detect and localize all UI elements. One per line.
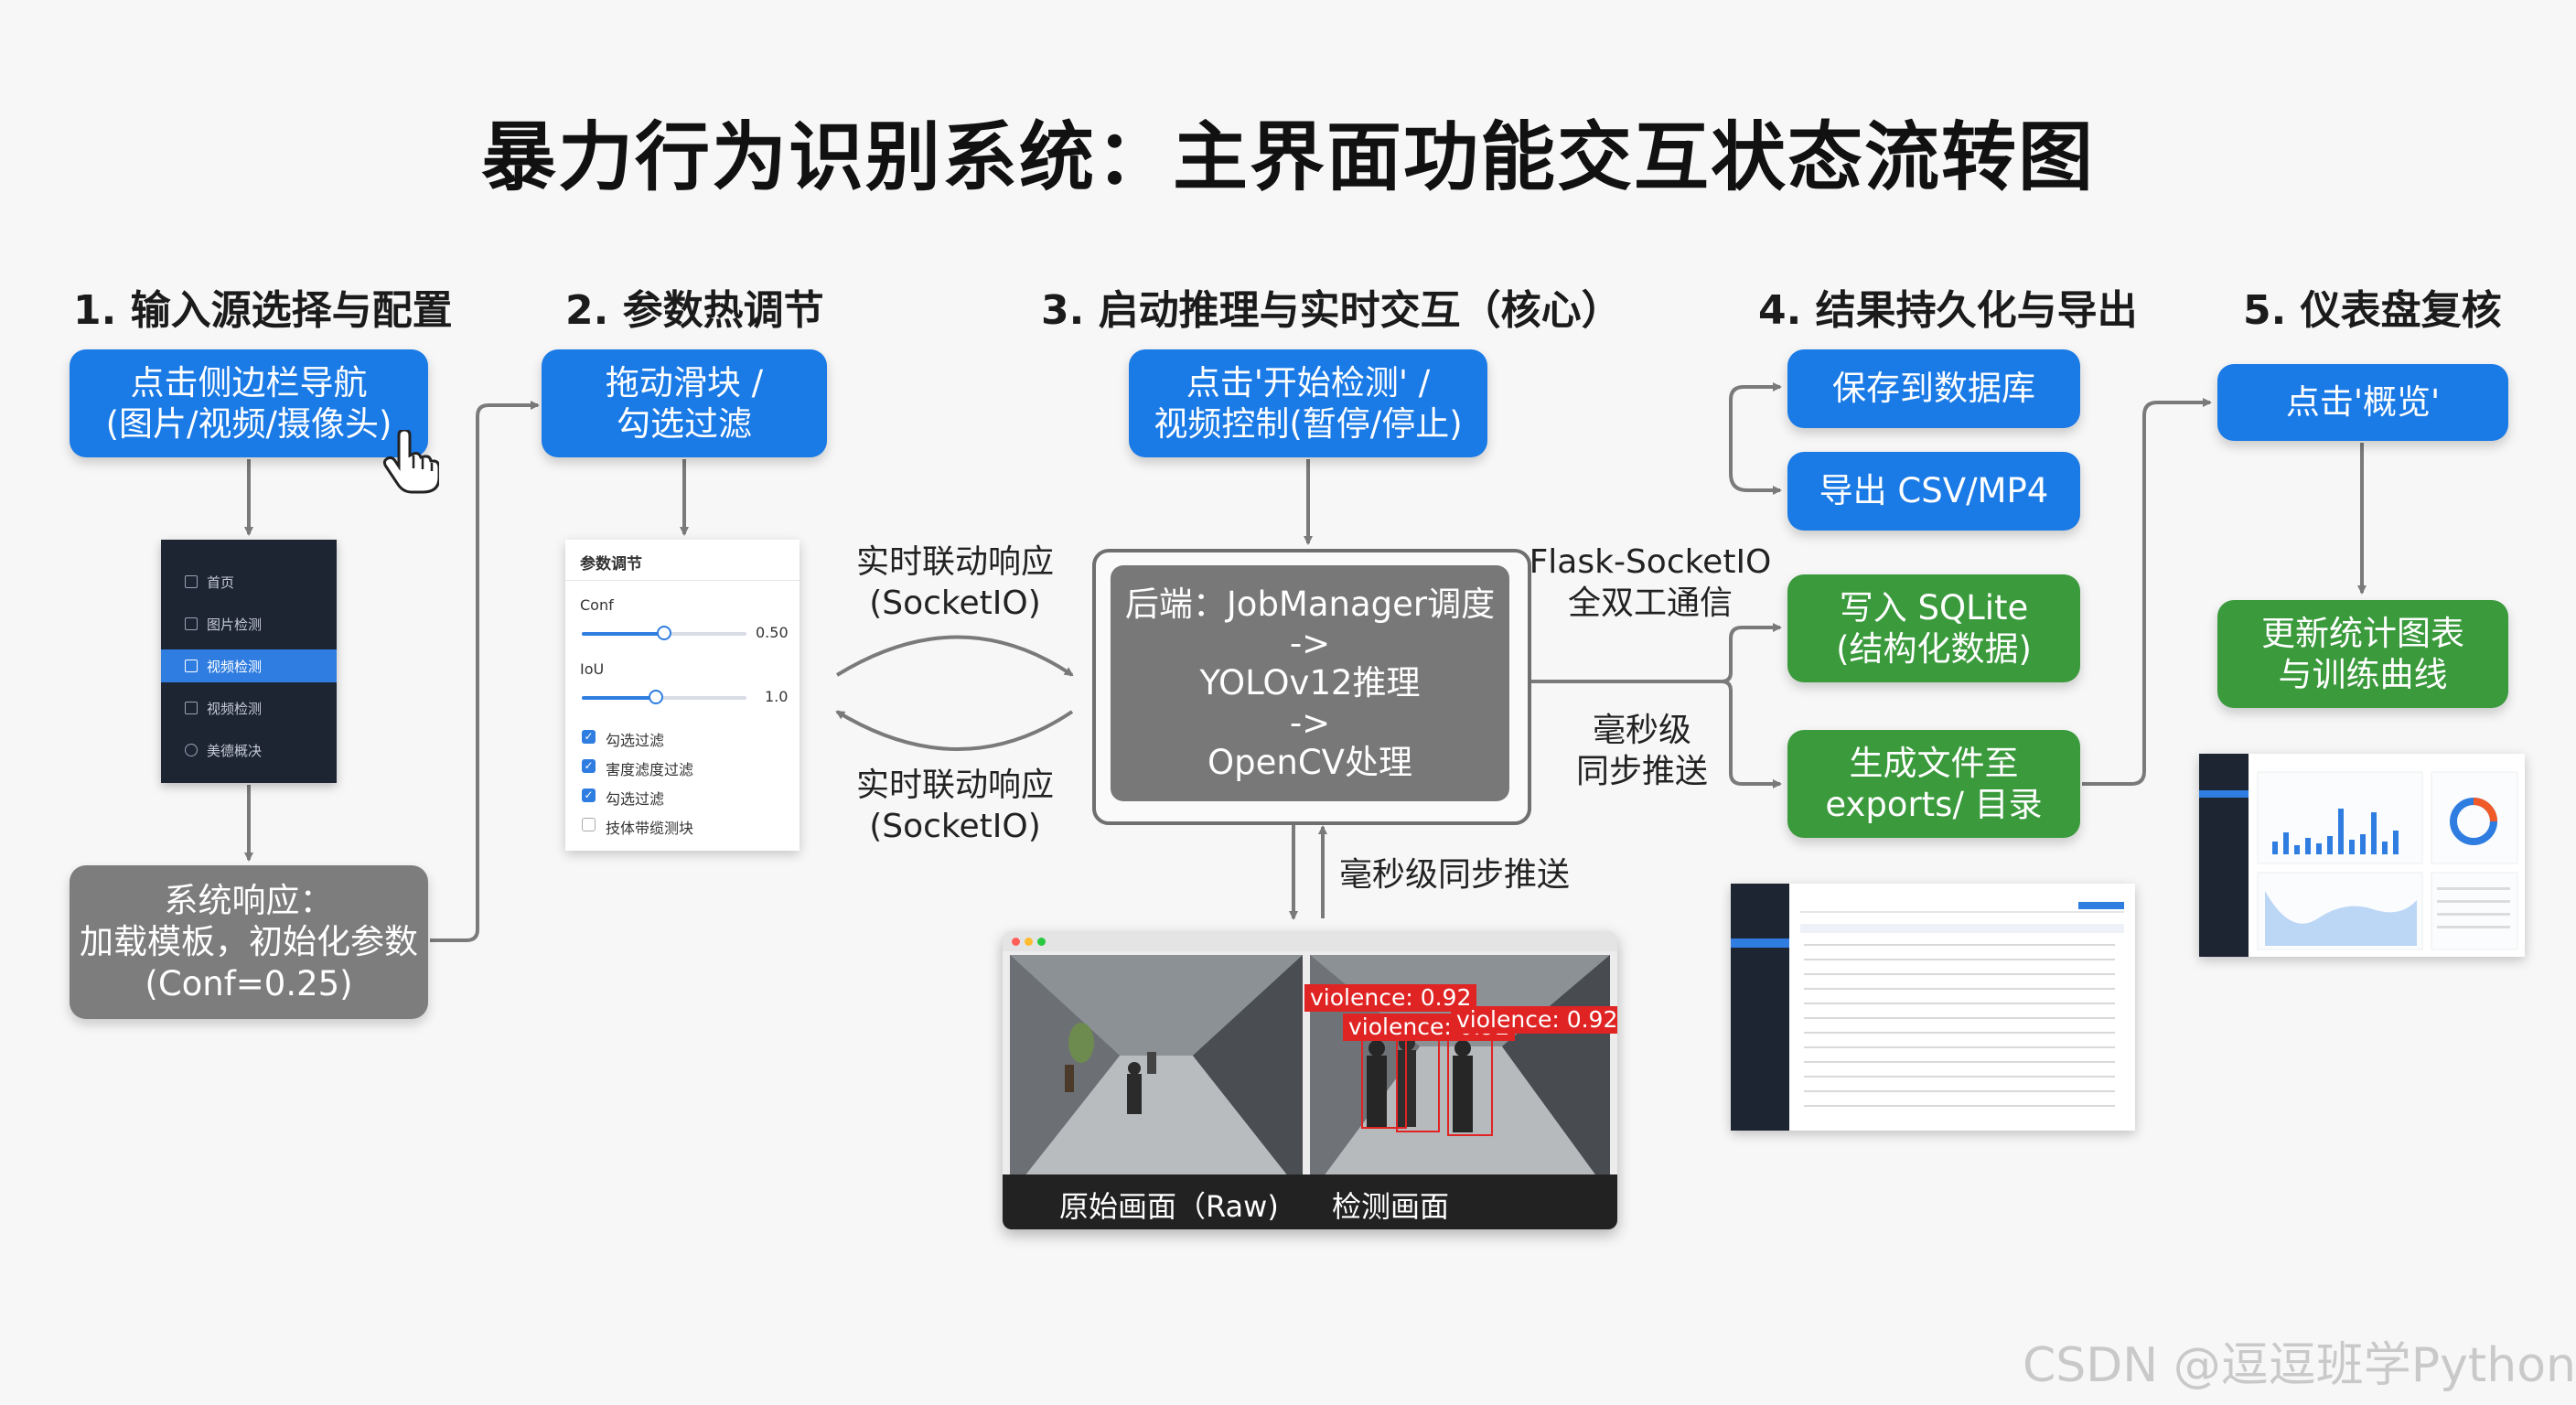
start-detection-box: 点击'开始检测' / 视频控制(暂停/停止) bbox=[1129, 349, 1487, 457]
system-response-box: 系统响应： 加载模板，初始化参数 (Conf=0.25) bbox=[70, 865, 428, 1019]
iou-value: 1.0 bbox=[765, 688, 789, 705]
column-heading-3: 3. 启动推理与实时交互（核心） bbox=[1041, 287, 1622, 334]
realtime-label-top: 实时联动响应 (SocketIO) bbox=[855, 543, 1054, 622]
click-sidebar-nav-box: 点击侧边栏导航 (图片/视频/摄像头) bbox=[70, 349, 428, 457]
save-to-db-box: 保存到数据库 bbox=[1787, 349, 2080, 428]
backend-processing-box: 后端：JobManager调度 -> YOLOv12推理 -> OpenCV处理 bbox=[1111, 565, 1509, 801]
detection-box bbox=[1396, 1030, 1440, 1132]
update-charts-box: 更新统计图表 与训练曲线 bbox=[2217, 600, 2508, 708]
filter-checkbox-4[interactable]: ✓ bbox=[582, 818, 596, 831]
write-sqlite-box: 写入 SQLite (结构化数据) bbox=[1787, 574, 2080, 682]
dashboard-icon bbox=[185, 744, 198, 756]
sidebar-item-label: 美德概决 bbox=[207, 742, 263, 759]
backend-line-jobmanager: 后端：JobManager调度 bbox=[1124, 584, 1496, 624]
conf-label: Conf bbox=[580, 596, 614, 614]
ms-push-label-bottom: 毫秒级同步推送 bbox=[1339, 856, 1571, 894]
minimize-icon[interactable] bbox=[1025, 938, 1033, 946]
detection-box bbox=[1447, 1032, 1493, 1136]
panel-title: 参数调节 bbox=[580, 555, 642, 574]
hand-cursor-icon bbox=[382, 430, 439, 494]
conf-slider-handle[interactable] bbox=[657, 626, 671, 640]
raw-video-frame bbox=[1010, 955, 1303, 1195]
backend-line-arrow-1: -> bbox=[1289, 624, 1331, 664]
sidebar-mockup: 首页 图片检测 视频检测 视频检测 美德概决 bbox=[161, 540, 337, 783]
sidebar-item-video-detect-2[interactable]: 视频检测 bbox=[161, 692, 337, 724]
sidebar-item-overview[interactable]: 美德概决 bbox=[161, 734, 337, 767]
dashboard-thumbnail bbox=[2199, 754, 2518, 957]
maximize-icon[interactable] bbox=[1037, 938, 1046, 946]
image-icon bbox=[185, 617, 198, 630]
conf-value: 0.50 bbox=[756, 624, 789, 641]
conf-slider-fill bbox=[582, 632, 664, 636]
backend-line-yolo: YOLOv12推理 bbox=[1199, 663, 1421, 703]
checkbox-label: 技体带缆测块 bbox=[606, 820, 694, 837]
click-overview-box: 点击'概览' bbox=[2217, 364, 2508, 441]
sidebar-item-label: 视频检测 bbox=[207, 700, 263, 717]
column-heading-4: 4. 结果持久化与导出 bbox=[1758, 287, 2138, 334]
drag-slider-box: 拖动滑块 / 勾选过滤 bbox=[542, 349, 827, 457]
page-title: 暴力行为识别系统：主界面功能交互状态流转图 bbox=[480, 114, 2095, 201]
iou-slider-handle[interactable] bbox=[649, 690, 663, 704]
records-table-screenshot bbox=[1731, 884, 2135, 1131]
filter-checkbox-3[interactable]: ✓ bbox=[582, 788, 596, 802]
iou-slider-fill bbox=[582, 696, 656, 700]
sidebar-item-home[interactable]: 首页 bbox=[161, 565, 337, 598]
backend-line-arrow-2: -> bbox=[1289, 702, 1331, 743]
export-csv-box: 导出 CSV/MP4 bbox=[1787, 452, 2080, 531]
sidebar-item-label: 视频检测 bbox=[207, 658, 263, 675]
generate-files-box: 生成文件至 exports/ 目录 bbox=[1787, 730, 2080, 838]
sidebar-item-video-detect[interactable]: 视频检测 bbox=[161, 649, 337, 682]
detection-label: violence: 0.92 bbox=[1451, 1006, 1617, 1034]
column-heading-2: 2. 参数热调节 bbox=[565, 287, 824, 334]
params-panel-mockup: 参数调节 Conf 0.50 IoU 1.0 ✓ 勾选过滤 ✓ 害度滤度过滤 ✓… bbox=[565, 540, 800, 851]
panel-divider bbox=[565, 580, 800, 581]
backend-line-opencv: OpenCV处理 bbox=[1208, 742, 1412, 782]
detected-caption: 检测画面（Detected) bbox=[1332, 1189, 1450, 1224]
window-titlebar bbox=[1003, 931, 1617, 951]
home-icon bbox=[185, 575, 198, 588]
iou-label: IoU bbox=[580, 660, 605, 678]
column-heading-5: 5. 仪表盘复核 bbox=[2243, 287, 2502, 334]
close-icon[interactable] bbox=[1012, 938, 1020, 946]
raw-caption: 原始画面（Raw) bbox=[1059, 1189, 1279, 1224]
checkbox-label: 勾选过滤 bbox=[606, 732, 665, 749]
iou-slider[interactable] bbox=[582, 690, 746, 704]
sidebar-item-label: 首页 bbox=[207, 574, 235, 591]
flask-socketio-label: Flask-SocketIO 全双工通信 bbox=[1529, 543, 1772, 622]
sidebar-item-image-detect[interactable]: 图片检测 bbox=[161, 607, 337, 640]
conf-slider[interactable] bbox=[582, 626, 746, 640]
sidebar-item-label: 图片检测 bbox=[207, 616, 263, 633]
video-icon bbox=[185, 660, 198, 672]
column-heading-1: 1. 输入源选择与配置 bbox=[73, 287, 453, 334]
checkbox-label: 勾选过滤 bbox=[606, 790, 665, 808]
filter-checkbox-1[interactable]: ✓ bbox=[582, 730, 596, 744]
video-caption-bar: 原始画面（Raw) 检测画面（Detected) bbox=[1003, 1174, 1617, 1229]
dashboard-screenshot bbox=[2199, 754, 2525, 957]
checkbox-label: 害度滤度过滤 bbox=[606, 761, 694, 778]
records-table-thumbnail bbox=[1731, 884, 2124, 1131]
video-preview-window: violence: 0.92 violence: 0.92 violence: … bbox=[1003, 931, 1617, 1229]
detection-label: violence: 0.92 bbox=[1304, 984, 1477, 1012]
ms-push-label-right: 毫秒级 同步推送 bbox=[1575, 712, 1708, 790]
filter-checkbox-2[interactable]: ✓ bbox=[582, 759, 596, 773]
camera-icon bbox=[185, 702, 198, 714]
realtime-label-bottom: 实时联动响应 (SocketIO) bbox=[855, 767, 1054, 845]
watermark: CSDN @逗逗班学Python bbox=[2022, 1338, 2576, 1393]
